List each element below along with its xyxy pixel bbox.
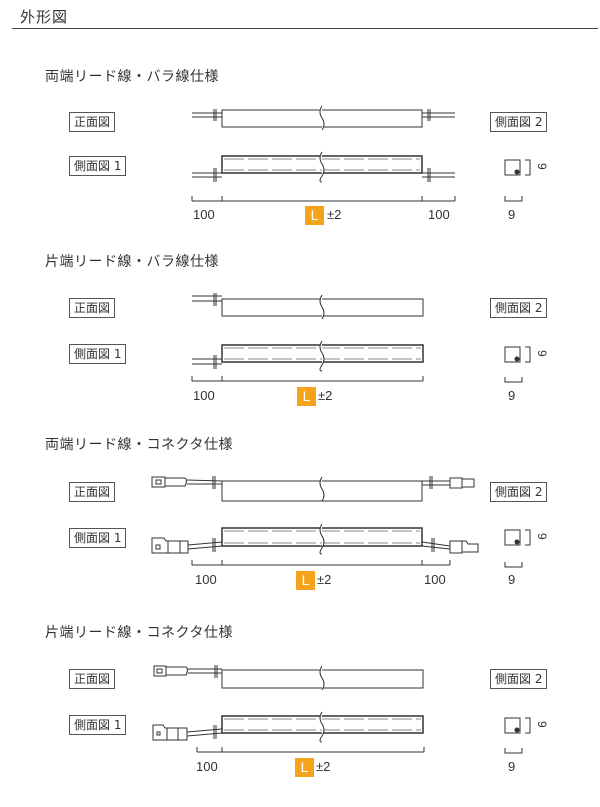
section-title: 片端リード線・コネクタ仕様 (45, 625, 233, 641)
tolerance: ±2 (327, 207, 342, 222)
section-one-end-loose-wire: 片端リード線・バラ線仕様 正面図 側面図 1 側面図 2 9 100 L ±2 … (0, 251, 600, 436)
tolerance: ±2 (317, 572, 332, 587)
led-bar-drawing: 9 (191, 293, 549, 383)
label-front-view: 正面図 (69, 298, 116, 318)
page-title: 外形図 (20, 8, 69, 26)
width-dimension: 9 (508, 572, 516, 587)
lead-length-right: 100 (424, 572, 446, 587)
lead-length-left: 100 (196, 759, 218, 774)
svg-text:9: 9 (535, 350, 549, 357)
svg-text:9: 9 (535, 163, 549, 170)
tolerance: ±2 (318, 388, 333, 403)
svg-text:9: 9 (535, 533, 549, 540)
lead-length-left: 100 (195, 572, 217, 587)
label-side-view-2: 側面図 2 (490, 298, 548, 318)
label-side-view-1: 側面図 1 (69, 344, 127, 364)
width-dimension: 9 (508, 759, 516, 774)
section-title: 両端リード線・バラ線仕様 (45, 69, 219, 85)
section-title: 両端リード線・コネクタ仕様 (45, 437, 233, 453)
label-side-view-1: 側面図 1 (69, 528, 127, 548)
led-bar-drawing: 9 (151, 476, 549, 568)
width-dimension: 9 (508, 388, 516, 403)
label-side-view-1: 側面図 1 (69, 715, 127, 735)
lead-length-right: 100 (428, 207, 450, 222)
svg-text:9: 9 (535, 721, 549, 728)
label-side-view-2: 側面図 2 (490, 482, 548, 502)
section-both-ends-loose-wire: 両端リード線・バラ線仕様 正面図 側面図 1 側面図 2 (0, 66, 600, 251)
label-front-view: 正面図 (69, 112, 116, 132)
section-one-end-connector: 片端リード線・コネクタ仕様 正面図 側面図 1 側面図 2 (0, 622, 600, 807)
length-badge: L (296, 571, 315, 590)
length-badge: L (295, 758, 314, 777)
led-bar-drawing: 9 (152, 665, 549, 754)
label-front-view: 正面図 (69, 482, 116, 502)
label-side-view-1: 側面図 1 (69, 156, 127, 176)
tolerance: ±2 (316, 759, 331, 774)
length-badge: L (297, 387, 316, 406)
lead-length-left: 100 (193, 207, 215, 222)
section-both-ends-connector: 両端リード線・コネクタ仕様 正面図 側面図 1 側面図 2 (0, 434, 600, 619)
title-divider (12, 28, 598, 29)
width-dimension: 9 (508, 207, 516, 222)
label-side-view-2: 側面図 2 (490, 669, 548, 689)
length-badge: L (305, 206, 324, 225)
label-front-view: 正面図 (69, 669, 116, 689)
label-side-view-2: 側面図 2 (490, 112, 548, 132)
section-title: 片端リード線・バラ線仕様 (45, 254, 219, 270)
led-bar-drawing: 9 (191, 105, 549, 202)
lead-length-left: 100 (193, 388, 215, 403)
